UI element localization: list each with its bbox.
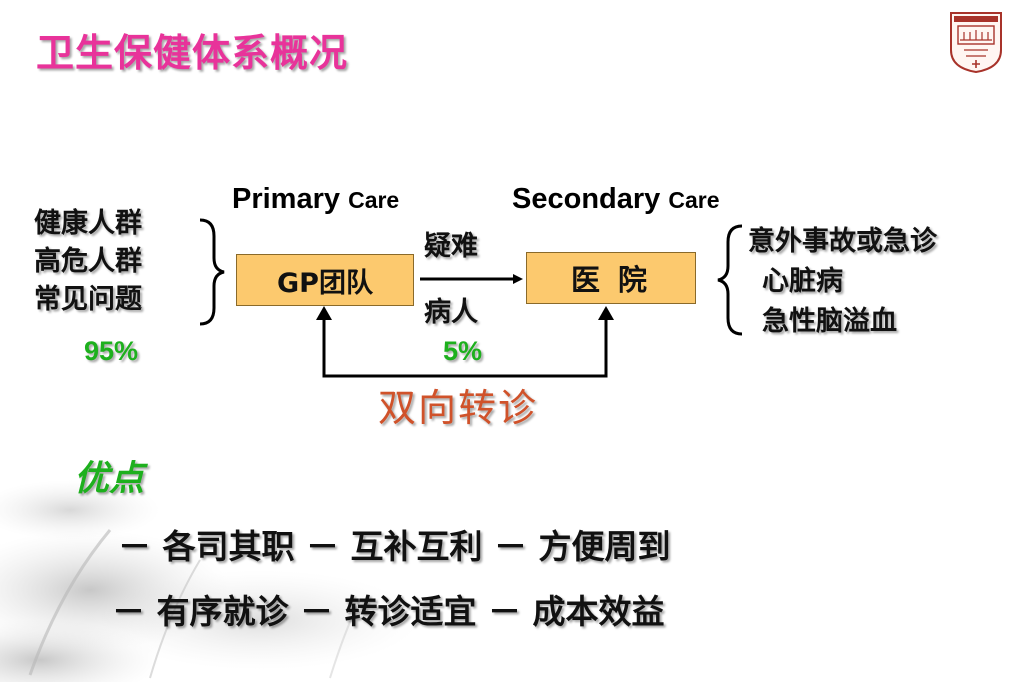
hospital-emblem-icon <box>950 12 1002 74</box>
left-population-list: 健康人群 高危人群 常见问题 <box>34 205 142 319</box>
left-brace-icon <box>199 218 225 326</box>
page-title: 卫生保健体系概况 <box>36 31 349 75</box>
percent-left: 95% <box>84 336 139 366</box>
two-way-referral-label: 双向转诊 <box>378 386 539 430</box>
arrow-label-bottom: 病人 <box>424 297 478 328</box>
primary-care-label: Primary Care <box>232 183 400 215</box>
arrow-label-top: 疑难 <box>424 231 478 262</box>
gp-team-box: GP团队 <box>236 254 414 306</box>
hospital-box: 医 院 <box>526 252 696 304</box>
percent-right: 5% <box>443 336 483 366</box>
list-item: 高危人群 <box>34 246 142 277</box>
advantage-bullet: － 各司其职 － 互补互利 － 方便周到 <box>118 527 671 566</box>
two-way-referral-arrow-icon <box>322 312 608 378</box>
right-condition-list: 意外事故或急诊 心脏病 急性脑溢血 <box>748 222 937 342</box>
list-item: 常见问题 <box>34 284 142 315</box>
list-item: 意外事故或急诊 <box>748 226 937 257</box>
list-item: 心脏病 <box>762 266 843 297</box>
list-item: 急性脑溢血 <box>762 306 897 337</box>
lotus-decoration-icon <box>0 480 420 682</box>
secondary-care-label: Secondary Care <box>512 183 720 215</box>
list-item: 健康人群 <box>34 208 142 239</box>
advantages-heading: 优点 <box>74 459 145 499</box>
advantage-bullet: － 有序就诊 － 转诊适宜 － 成本效益 <box>112 592 665 631</box>
right-brace-icon <box>717 224 743 336</box>
